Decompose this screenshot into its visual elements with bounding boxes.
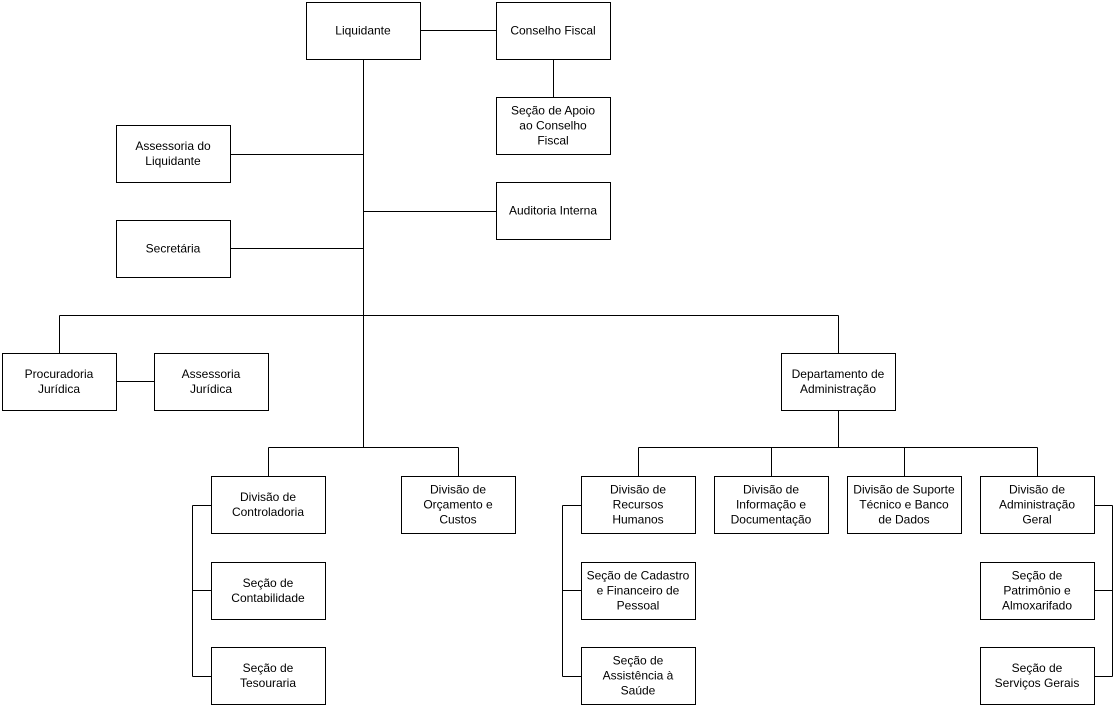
org-box-label: Jurídica (190, 382, 232, 396)
org-box-rect (581, 562, 696, 620)
org-box-rect (980, 647, 1095, 705)
org-box-label: Humanos (612, 513, 663, 527)
org-box-conselho-fiscal: Conselho Fiscal (496, 2, 611, 60)
org-box-rect (980, 476, 1095, 534)
org-box-label: Assessoria (182, 367, 241, 381)
org-box-rect (154, 353, 269, 411)
org-box-rect (980, 562, 1095, 620)
org-box-rect (401, 476, 516, 534)
org-box-label: e Financeiro de (597, 584, 680, 598)
org-box-label: Departamento de (792, 367, 885, 381)
org-box-secretaria: Secretária (116, 220, 231, 278)
org-box-rect (496, 97, 611, 155)
org-box-rect (116, 125, 231, 183)
org-box-rect (211, 476, 326, 534)
org-box-label: Seção de Apoio (511, 104, 595, 118)
org-box-label: Recursos (613, 498, 664, 512)
org-box-label: Divisão de Suporte (853, 483, 955, 497)
org-box-label: Divisão de (430, 483, 486, 497)
org-box-label: Auditoria Interna (509, 204, 597, 218)
org-box-label: Divisão de (610, 483, 666, 497)
org-box-rect (581, 647, 696, 705)
org-box-auditoria-interna: Auditoria Interna (496, 182, 611, 240)
org-box-rect (2, 353, 117, 411)
org-box-label: Liquidante (145, 154, 201, 168)
org-box-rect (496, 2, 611, 60)
org-box-label: Divisão de (240, 490, 296, 504)
org-box-label: Liquidante (335, 24, 391, 38)
org-box-label: Seção de (1012, 661, 1063, 675)
connector-lines (59, 30, 1113, 677)
org-box-label: Patrimônio e (1003, 584, 1071, 598)
org-box-label: ao Conselho (519, 119, 587, 133)
org-box-liquidante: Liquidante (306, 2, 421, 60)
org-box-label: Seção de (1012, 569, 1063, 583)
org-box-label: Procuradoria (25, 367, 94, 381)
org-box-label: Controladoria (232, 505, 304, 519)
org-box-label: Seção de Cadastro (587, 569, 690, 583)
org-box-label: Documentação (731, 513, 812, 527)
org-box-label: de Dados (878, 513, 929, 527)
org-box-rect (306, 2, 421, 60)
org-box-rect (116, 220, 231, 278)
org-box-rect (581, 476, 696, 534)
org-box-label: Assessoria do (135, 139, 211, 153)
org-box-label: Técnico e Banco (859, 498, 949, 512)
org-box-label: Serviços Gerais (995, 676, 1080, 690)
org-box-rect (847, 476, 962, 534)
org-box-label: Custos (439, 513, 476, 527)
org-box-label: Administração (999, 498, 1075, 512)
org-box-label: Secretária (146, 242, 201, 256)
org-box-label: Almoxarifado (1002, 599, 1072, 613)
org-box-rect (211, 562, 326, 620)
org-box-label: Orçamento e (423, 498, 493, 512)
org-box-rect (211, 647, 326, 705)
org-box-label: Seção de (613, 654, 664, 668)
org-box-rect (781, 353, 896, 411)
org-box-label: Geral (1022, 513, 1051, 527)
org-box-label: Pessoal (617, 599, 660, 613)
org-box-label: Tesouraria (240, 676, 296, 690)
org-box-label: Divisão de (743, 483, 799, 497)
org-box-label: Saúde (621, 684, 656, 698)
org-box-label: Fiscal (537, 134, 568, 148)
org-box-label: Administração (800, 382, 876, 396)
org-box-label: Conselho Fiscal (510, 24, 595, 38)
org-box-label: Informação e (736, 498, 806, 512)
org-box-label: Contabilidade (231, 591, 305, 605)
org-box-rect (496, 182, 611, 240)
org-box-label: Jurídica (38, 382, 80, 396)
org-box-label: Assistência à (603, 669, 674, 683)
org-box-label: Seção de (243, 576, 294, 590)
org-box-label: Divisão de (1009, 483, 1065, 497)
org-box-label: Seção de (243, 661, 294, 675)
org-box-rect (714, 476, 829, 534)
